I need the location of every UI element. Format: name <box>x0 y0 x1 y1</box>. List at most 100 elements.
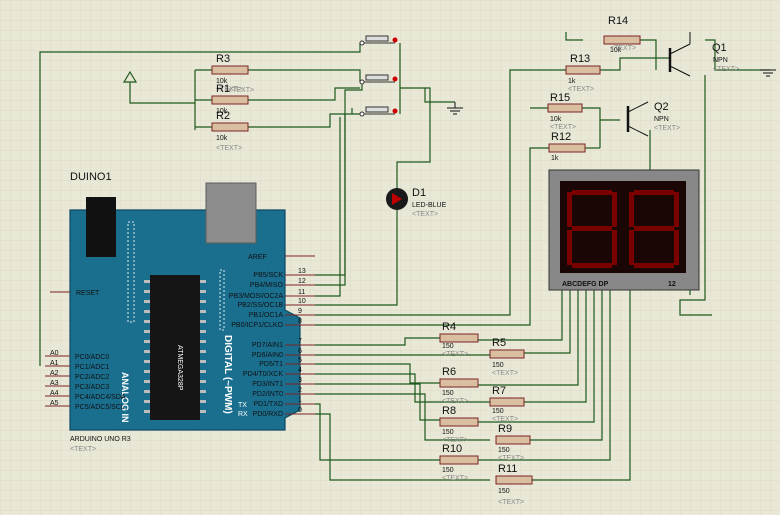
svg-text:<TEXT>: <TEXT> <box>442 398 468 405</box>
svg-text:3: 3 <box>298 377 302 384</box>
svg-text:<TEXT>: <TEXT> <box>442 437 468 444</box>
svg-text:150: 150 <box>498 447 510 454</box>
usb-connector <box>205 182 257 244</box>
svg-text:PD3/INT1: PD3/INT1 <box>252 381 283 388</box>
resistor-r10: R10 150 <TEXT> <box>439 443 479 482</box>
wires <box>39 32 770 481</box>
resistor-r1: R1 10k <TEXT> <box>211 83 254 115</box>
svg-text:10: 10 <box>298 298 306 305</box>
svg-text:R15: R15 <box>550 92 570 104</box>
svg-text:ABCDEFG DP: ABCDEFG DP <box>562 281 609 288</box>
push-button[interactable] <box>359 74 398 85</box>
svg-text:A3: A3 <box>50 380 59 387</box>
svg-text:R6: R6 <box>442 366 456 378</box>
svg-text:R10: R10 <box>442 443 462 455</box>
svg-text:150: 150 <box>498 488 510 495</box>
svg-text:2: 2 <box>298 387 302 394</box>
svg-text:11: 11 <box>298 289 305 296</box>
svg-text:PC0/ADC0: PC0/ADC0 <box>75 354 109 361</box>
push-button[interactable] <box>359 35 398 46</box>
svg-text:7: 7 <box>298 338 302 345</box>
resistor-r5: R5 150 <TEXT> <box>489 337 525 377</box>
svg-text:<TEXT>: <TEXT> <box>492 416 518 423</box>
resistor-r15: R15 10k <TEXT> <box>547 92 583 131</box>
svg-text:9: 9 <box>298 308 302 315</box>
svg-text:150: 150 <box>442 390 454 397</box>
svg-text:PD0/RXD: PD0/RXD <box>253 411 283 418</box>
svg-text:<TEXT>: <TEXT> <box>442 475 468 482</box>
resistor-r11: R11 150 <TEXT> <box>495 463 533 506</box>
svg-text:150: 150 <box>492 362 504 369</box>
svg-text:R11: R11 <box>498 463 517 475</box>
aref-pin-label: AREF <box>248 254 267 261</box>
rx-label: RX <box>238 411 248 418</box>
svg-text:A4: A4 <box>50 390 59 397</box>
svg-text:PD4/T0/XCK: PD4/T0/XCK <box>243 371 283 378</box>
svg-text:A1: A1 <box>50 360 59 367</box>
power-terminal-icon <box>122 70 138 83</box>
push-buttons <box>359 35 398 117</box>
svg-text:R4: R4 <box>442 321 456 333</box>
resistor-r7: R7 150 <TEXT> <box>489 385 525 423</box>
svg-text:D1: D1 <box>412 187 426 199</box>
svg-text:0: 0 <box>298 407 302 414</box>
tx-label: TX <box>238 402 247 409</box>
push-button[interactable] <box>359 106 398 117</box>
svg-text:NPN: NPN <box>654 116 669 123</box>
svg-text:Q1: Q1 <box>712 42 727 54</box>
svg-text:12: 12 <box>668 281 676 288</box>
resistor-r8: R8 150 <TEXT> <box>439 405 479 444</box>
resistor-r9: R9 150 <TEXT> <box>495 423 531 462</box>
svg-text:13: 13 <box>298 268 306 275</box>
svg-text:R1: R1 <box>216 83 230 95</box>
svg-text:PB1/OC1A: PB1/OC1A <box>249 312 284 319</box>
analog-in-title: ANALOG IN <box>120 372 130 423</box>
svg-text:R9: R9 <box>498 423 512 435</box>
svg-text:PC3/ADC3: PC3/ADC3 <box>75 384 109 391</box>
svg-text:150: 150 <box>442 343 454 350</box>
svg-text:<TEXT>: <TEXT> <box>216 86 242 93</box>
svg-text:R13: R13 <box>570 53 590 65</box>
board-ref: DUINO1 <box>70 171 112 183</box>
svg-text:PC2/ADC2: PC2/ADC2 <box>75 374 109 381</box>
resistor-r14: R14 10k <TEXT> <box>603 15 641 54</box>
svg-text:<TEXT>: <TEXT> <box>216 145 242 152</box>
svg-text:<TEXT>: <TEXT> <box>492 370 518 377</box>
board-name: ARDUINO UNO R3 <box>70 436 131 443</box>
seven-segment-display: ABCDEFG DP 12 <box>548 169 700 291</box>
led-d1: D1 LED-BLUE <TEXT> <box>386 187 447 218</box>
svg-text:R12: R12 <box>551 131 571 143</box>
svg-text:<TEXT>: <TEXT> <box>610 45 636 52</box>
svg-text:R3: R3 <box>216 53 230 65</box>
ground-icon <box>760 69 776 77</box>
svg-text:<TEXT>: <TEXT> <box>713 66 739 73</box>
svg-text:R2: R2 <box>216 110 230 122</box>
svg-text:150: 150 <box>492 408 504 415</box>
resistor-r13: R13 1k <TEXT> <box>565 53 601 93</box>
svg-text:PC1/ADC1: PC1/ADC1 <box>75 364 109 371</box>
svg-text:<TEXT>: <TEXT> <box>498 455 524 462</box>
svg-text:A2: A2 <box>50 370 59 377</box>
svg-text:PB3/MOSI/OC2A: PB3/MOSI/OC2A <box>229 293 283 300</box>
resistor-r2: R2 10k <TEXT> <box>211 110 249 152</box>
svg-text:A0: A0 <box>50 350 59 357</box>
arduino-board: ATMEGA328P ANALOG IN DIGITAL (~PWM) TX R… <box>69 182 301 431</box>
svg-text:PB4/MISO: PB4/MISO <box>250 282 284 289</box>
reset-pin-label: RESET <box>76 290 100 297</box>
svg-text:<TEXT>: <TEXT> <box>442 351 468 358</box>
svg-text:10k: 10k <box>550 116 562 123</box>
svg-text:PD2/INT0: PD2/INT0 <box>252 391 283 398</box>
svg-text:8: 8 <box>298 318 302 325</box>
svg-text:PB0/ICP1/CLKO: PB0/ICP1/CLKO <box>231 322 283 329</box>
svg-text:<TEXT>: <TEXT> <box>568 86 594 93</box>
svg-text:PD1/TXD: PD1/TXD <box>253 401 283 408</box>
resistor-r12: R12 1k <box>548 131 586 162</box>
transistor-q1: Q1 NPN <TEXT> <box>668 32 739 77</box>
board-placeholder: <TEXT> <box>70 446 96 453</box>
svg-text:LED-BLUE: LED-BLUE <box>412 202 447 209</box>
svg-text:10k: 10k <box>216 78 228 85</box>
svg-text:<TEXT>: <TEXT> <box>498 499 524 506</box>
svg-text:10k: 10k <box>610 47 622 54</box>
svg-text:10k: 10k <box>216 135 228 142</box>
